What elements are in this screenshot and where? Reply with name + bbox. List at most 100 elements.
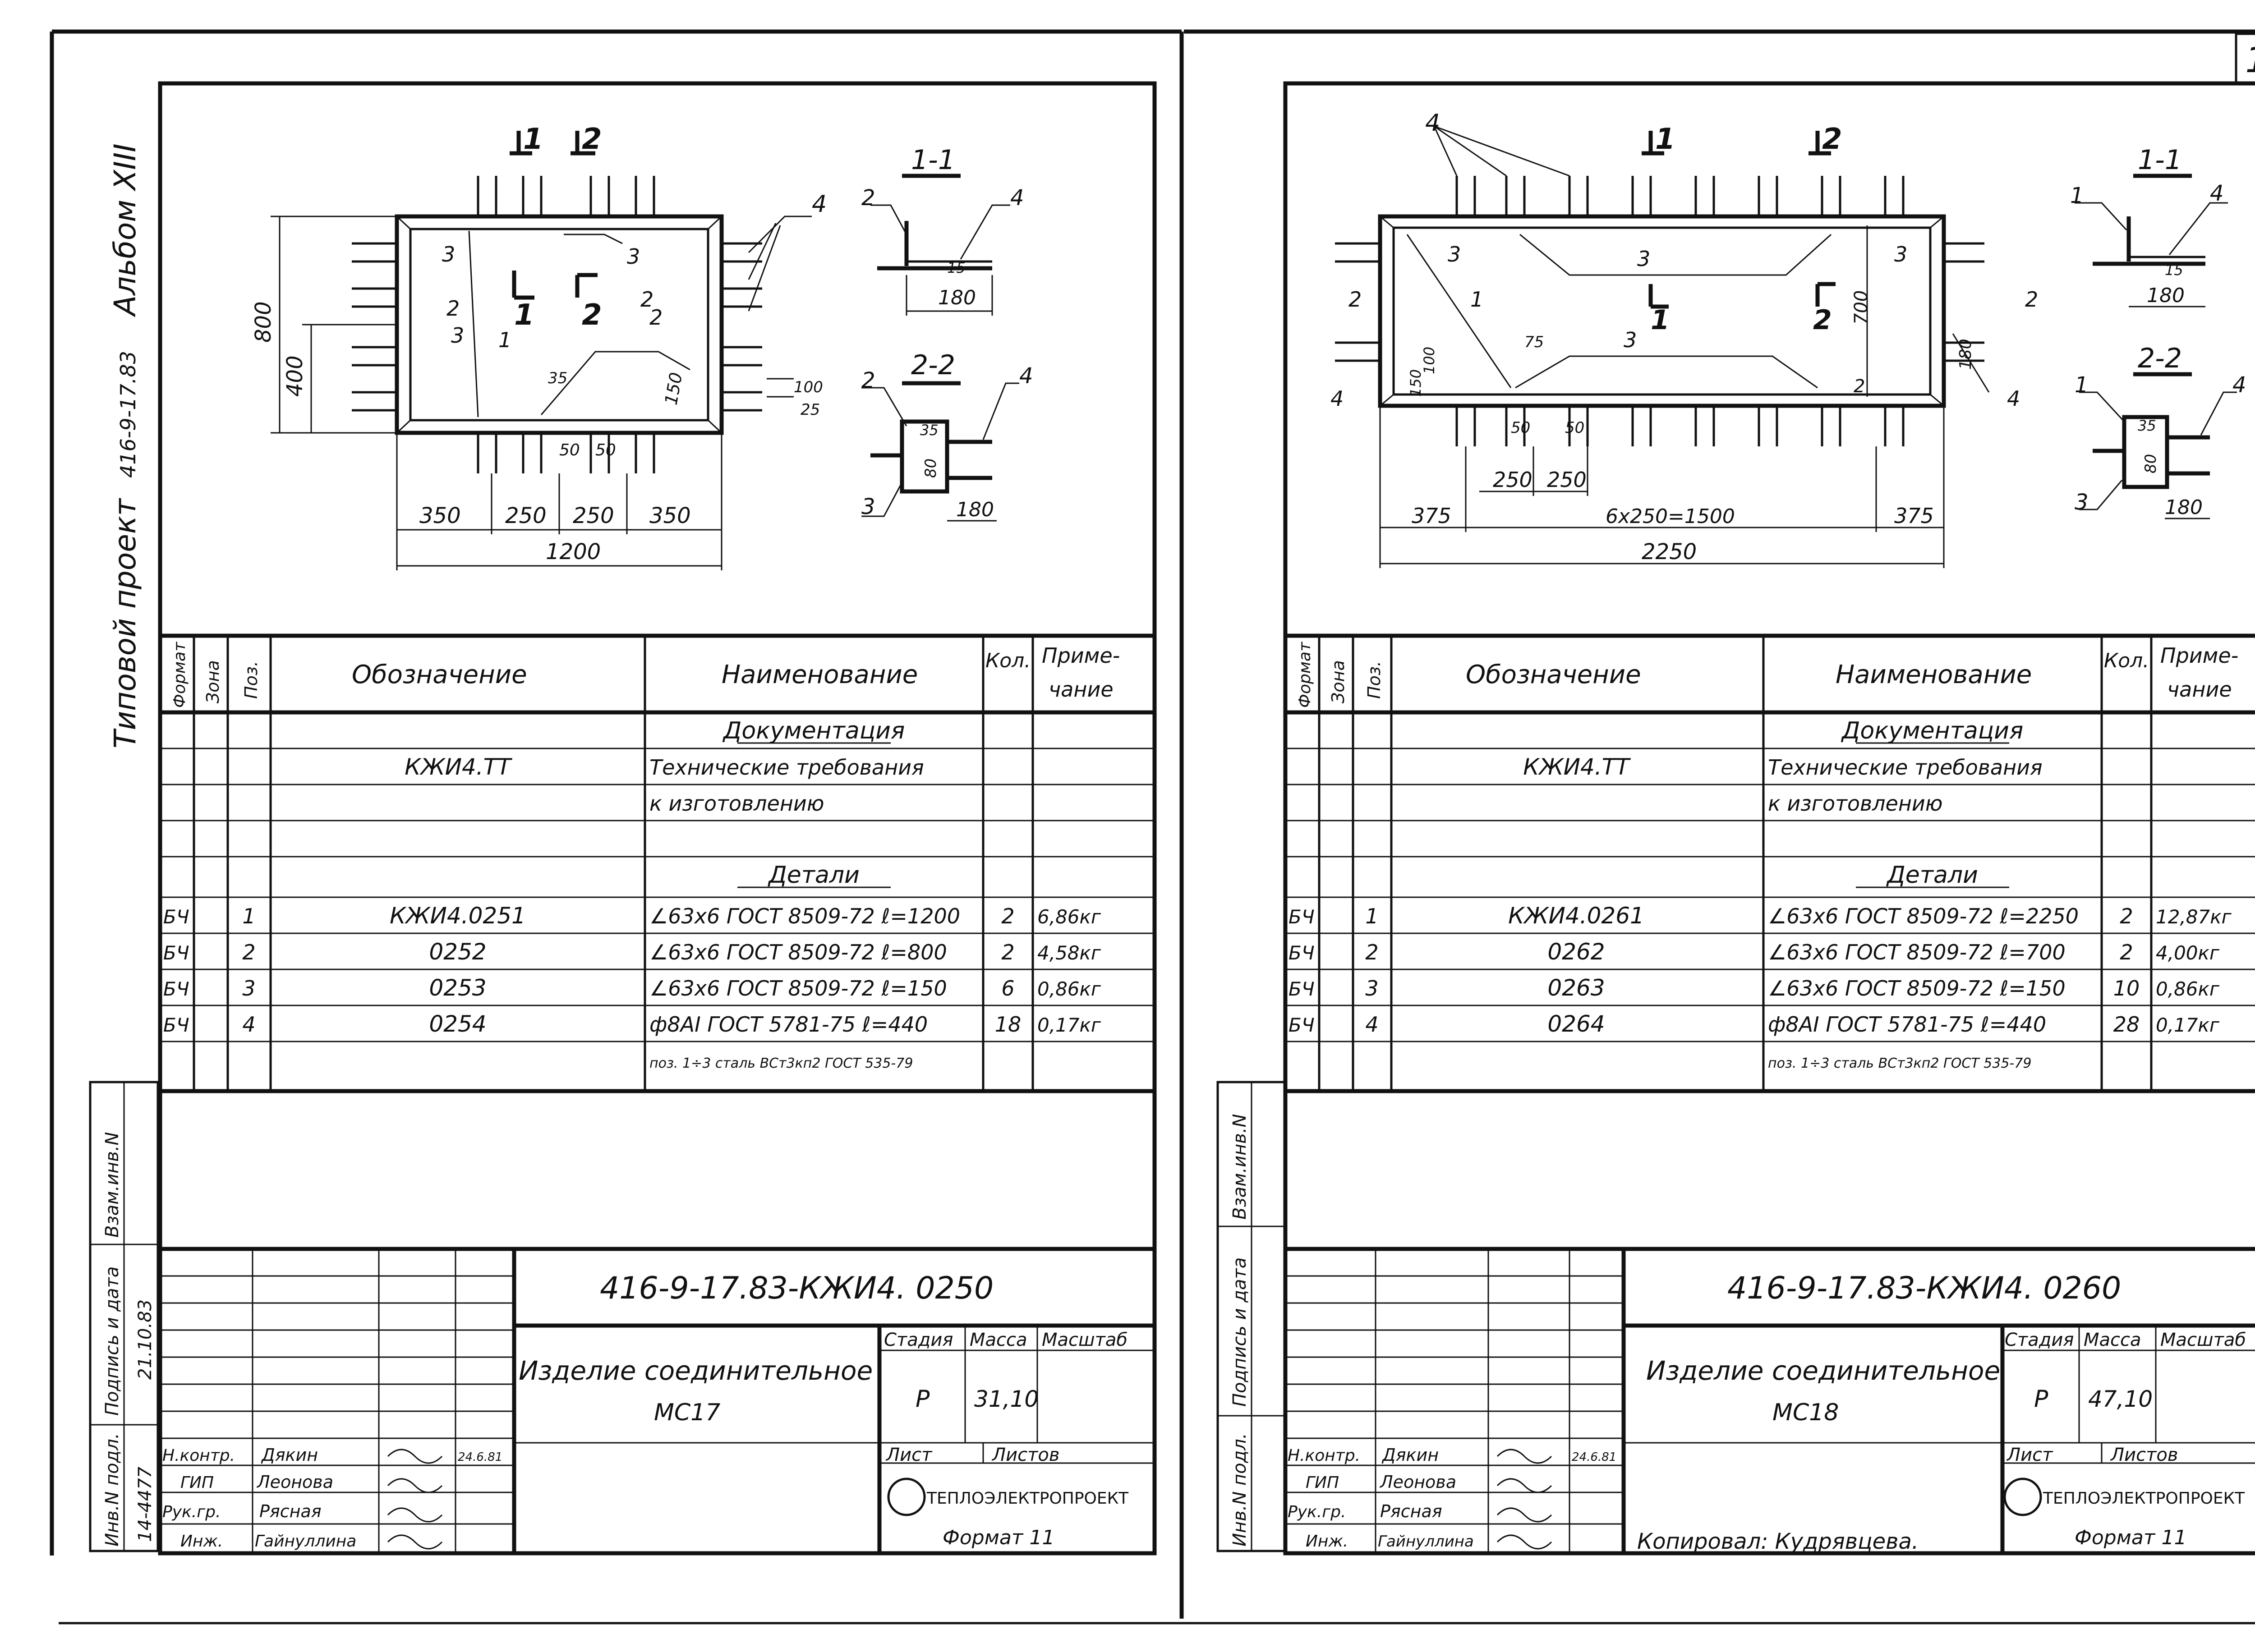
right-hdr-zona: Зона (1328, 660, 1348, 703)
left-spec-table (160, 633, 1155, 1093)
spec-naim-cell: ф8АI ГОСТ 5781-75 ℓ=440 (1768, 1012, 2046, 1037)
spec-oboz-cell: КЖИ4.0251 (390, 903, 526, 929)
spec-kol-cell: 10 (2113, 976, 2140, 1000)
left-sec22-label-2: 2 (861, 368, 875, 393)
right-copied-by: Копировал: Кудрявцева. (1637, 1529, 1919, 1554)
right-org-name: ТЕПЛОЭЛЕКТРОПРОЕКТ (2043, 1489, 2245, 1508)
sheet-number: 18 (2245, 40, 2255, 81)
spec-prim-cell: 6,86кг (1037, 906, 1101, 928)
inv-label-right: Инв.N подл. (1229, 1433, 1250, 1546)
r-section-mark-2-top: 2 (1822, 123, 1842, 156)
left-label-masshtab: Масштаб (1042, 1330, 1128, 1350)
sheet-frames (50, 29, 2255, 1624)
spec-naim-cell: ∠63х6 ГОСТ 8509-72 ℓ=1200 (649, 904, 960, 928)
spec-naim-cell: ф8АI ГОСТ 5781-75 ℓ=440 (649, 1012, 928, 1037)
spec-naim-cell: поз. 1÷3 сталь ВСт3кп2 ГОСТ 535-79 (649, 1055, 913, 1071)
dim-50-a: 50 (559, 441, 580, 459)
right-label-stadia: Стадия (2005, 1330, 2074, 1350)
spec-naim-cell: ∠63х6 ГОСТ 8509-72 ℓ=150 (1768, 976, 2066, 1000)
r-sec22-dim-80: 80 (2142, 454, 2160, 473)
left-plan-drawing (271, 131, 812, 570)
spec-prim-cell: 0,17кг (2156, 1014, 2220, 1036)
r-sec22-label-1: 1 (2075, 372, 2089, 398)
dim-250-b: 250 (573, 503, 614, 528)
spec-format-cell: БЧ (163, 906, 189, 928)
pos-label-2a: 2 (446, 296, 460, 321)
spec-kol-cell: 2 (1001, 940, 1014, 964)
right-sign-date: 24.6.81 (1572, 1450, 1616, 1464)
spec-kol-cell: 18 (995, 1012, 1022, 1037)
right-hdr-prim2: чание (2167, 677, 2232, 702)
left-sec22-dim-180: 180 (956, 498, 994, 521)
pos-label-3a: 3 (442, 242, 455, 266)
dim-250-a: 250 (505, 503, 547, 528)
side-stamp: Альбом XIII 416-9-17.83 Типовой проект (108, 143, 143, 748)
spec-poz-cell: 3 (1365, 976, 1378, 1000)
pos-label-3b: 3 (627, 244, 640, 269)
spec-naim-cell: ∠63х6 ГОСТ 8509-72 ℓ=2250 (1768, 904, 2079, 928)
r-sec11-label-1: 1 (2070, 183, 2084, 208)
left-hdr-naim: Наименование (722, 660, 918, 689)
right-title-block (1285, 1247, 2255, 1553)
left-label-massa: Масса (970, 1330, 1027, 1350)
spec-poz-cell: 1 (1365, 904, 1378, 928)
r-dim-2250: 2250 (1642, 539, 1697, 564)
left-name-0: Дякин (261, 1445, 318, 1465)
dim-100: 100 (794, 378, 823, 396)
spec-poz-cell: 4 (1365, 1012, 1378, 1037)
r-dim-50-b: 50 (1565, 419, 1584, 437)
spec-kol-cell: 2 (1001, 904, 1014, 928)
spec-kol-cell: 2 (2120, 904, 2133, 928)
dim-25: 25 (801, 401, 820, 419)
r-sec22-title: 2-2 (2138, 343, 2182, 374)
r-pos-3c: 3 (1624, 328, 1637, 352)
left-hdr-prim2: чание (1049, 677, 1114, 702)
r-dim-375-b: 375 (1894, 504, 1934, 528)
left-role-1: ГИП (180, 1473, 214, 1492)
r-pos-4a: 4 (1425, 110, 1440, 137)
left-role-0: Н.контр. (162, 1446, 235, 1465)
dim-350-b: 350 (649, 503, 691, 528)
r-pos-2c: 2 (1854, 376, 1865, 397)
left-hdr-zona: Зона (203, 660, 223, 703)
r-dim-75: 75 (1524, 333, 1544, 351)
left-section-1-1 (870, 174, 1010, 316)
r-dim-100: 100 (1421, 347, 1438, 374)
right-label-list: Лист (2006, 1445, 2053, 1465)
spec-poz-cell: 2 (242, 940, 255, 964)
dim-50-b: 50 (595, 441, 616, 459)
spec-kol-cell: 28 (2113, 1012, 2140, 1037)
inner-frames (158, 81, 2255, 1556)
right-hdr-kol: Кол. (2104, 649, 2149, 672)
left-sec11-label-4: 4 (1010, 185, 1024, 211)
r-dim-150: 150 (1407, 369, 1424, 397)
spec-prim-cell: 12,87кг (2156, 906, 2232, 928)
spec-naim-cell: ∠63х6 ГОСТ 8509-72 ℓ=800 (649, 940, 947, 964)
r-dim-180: 180 (1956, 339, 1975, 370)
spec-oboz-cell: 0253 (429, 975, 486, 1001)
spec-section-heading: Детали (768, 862, 860, 889)
r-dim-700: 700 (1851, 290, 1872, 325)
right-plan-drawing (1335, 125, 1990, 568)
r-pos-3d: 3 (1894, 242, 1907, 266)
spec-prim-cell: 0,86кг (2156, 978, 2220, 1000)
right-format-label: Формат 11 (2075, 1526, 2187, 1549)
spec-naim-cell: поз. 1÷3 сталь ВСт3кп2 ГОСТ 535-79 (1768, 1055, 2031, 1071)
pos-label-2c: 2 (640, 287, 653, 312)
spec-format-cell: БЧ (163, 1014, 189, 1036)
pos-label-4: 4 (812, 191, 827, 218)
r-pos-4c: 4 (2007, 386, 2020, 411)
r-pos-3a: 3 (1448, 242, 1461, 266)
left-name-2: Рясная (259, 1501, 322, 1521)
right-stadia-value: Р (2034, 1386, 2048, 1413)
spec-oboz-cell: КЖИ4.0261 (1508, 903, 1644, 929)
r-sec22-label-4: 4 (2232, 372, 2246, 398)
left-sec11-dim-180: 180 (938, 286, 976, 309)
spec-naim-cell: к изготовлению (649, 791, 824, 816)
r-sec11-label-4: 4 (2210, 181, 2224, 206)
r-pos-2b: 2 (2025, 287, 2038, 312)
left-massa-value: 31,10 (974, 1386, 1039, 1412)
spec-oboz-cell: 0252 (429, 939, 486, 965)
right-section-1-1 (2075, 174, 2228, 307)
